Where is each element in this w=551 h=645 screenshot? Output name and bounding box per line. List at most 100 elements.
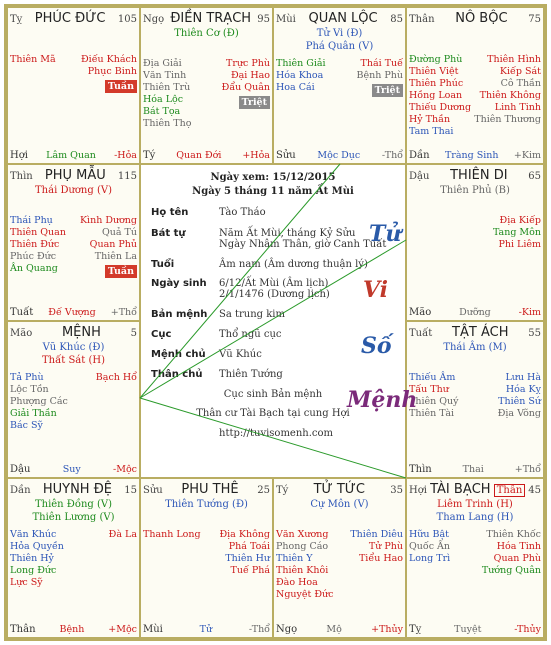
palace-branch: Mão [10,328,33,339]
star: Phi Liêm [498,239,541,250]
star: Phong Cáo [276,541,329,552]
element-polarity: -Thổ [381,150,403,161]
star: Hóa Tinh [496,541,541,552]
palace-name: PHÚC ĐỨC [34,11,106,26]
palace-name: PHU THÊ [181,482,239,497]
palace-name: PHỤ MẪU [44,168,106,183]
palace-branch: Ngọ [143,14,165,25]
life-stage: Mộ [326,624,342,635]
tuan-triet-badge: Triệt [371,84,403,97]
star: Thiên Thọ [143,118,192,129]
element-polarity: +Hỏa [242,150,270,161]
palace-age-number: 115 [117,171,137,182]
star: Thiên Hỷ [10,553,54,564]
dai-han-branch: Thân [10,624,36,635]
main-star: Cự Môn (V) [310,499,369,510]
dai-han-branch: Mùi [143,624,163,635]
star: Thiên Phúc [409,78,464,89]
star: Thiên Đức [10,239,60,250]
star: Hóa Kỵ [505,384,541,395]
bad-stars-column: Bạch Hổ [96,372,137,432]
star: Giải Thần [10,408,57,419]
palace-age-number: 45 [528,485,541,496]
palace-branch: Tuất [409,328,433,339]
star: Hỷ Thần [409,114,451,125]
star: Phục Binh [87,66,137,77]
tuan-triet-badge: Tuần [104,80,137,93]
main-stars: Thiên Cơ (Đ) [141,27,272,40]
dai-han-branch: Tuất [10,307,34,318]
star: Lộc Tồn [10,384,49,395]
website-link[interactable]: http://tuvisomenh.com [219,428,334,439]
star: Địa Võng [497,408,541,419]
star: Đào Hoa [276,577,318,588]
than-chu-value: Thiên Tướng [219,369,283,380]
star: Quan Phủ [89,239,137,250]
main-stars: Liêm Trinh (H)Tham Lang (H) [407,498,543,524]
good-stars-column: Thiên Mã [10,54,56,93]
star: Địa Giải [143,58,182,69]
star: Thiên Việt [409,66,459,77]
star: Hồng Loan [409,90,463,101]
main-star: Thiên Tướng (Đ) [165,499,248,510]
star: Điếu Khách [80,54,137,65]
star: Long Trì [409,553,451,564]
main-stars: Thái Âm (M) [407,341,543,354]
palace-branch: Thìn [10,171,33,182]
main-star: Thiên Phủ (B) [440,185,510,196]
dai-han-branch: Mão [409,307,432,318]
main-star: Thất Sát (H) [42,355,105,366]
star: Thiên Quý [409,396,459,407]
cuc-value: Thổ ngũ cục [219,329,282,340]
dai-han-branch: Tý [143,150,156,161]
palace-age-number: 35 [390,485,403,496]
age-value: Âm nam (Âm dương thuận lý) [219,259,368,270]
calligraphy-so: Số [361,333,392,359]
star: Bát Tọa [143,106,181,117]
dai-han-branch: Dậu [10,464,31,475]
star: Cô Thần [500,78,541,89]
star: Đường Phù [409,54,463,65]
view-date-solar: Ngày xem: 15/12/2015 [210,172,336,183]
main-star: Thiên Lương (V) [32,512,115,523]
star: Quan Phù [493,553,541,564]
person-name: Tào Tháo [219,207,266,218]
palace-branch: Sửu [143,485,163,496]
battu-value: Năm Ất Mùi, tháng Kỷ Sửu Ngày Nhâm Thân,… [219,228,387,250]
dai-han-branch: Ngọ [276,624,298,635]
menh-chu-value: Vũ Khúc [219,349,262,360]
